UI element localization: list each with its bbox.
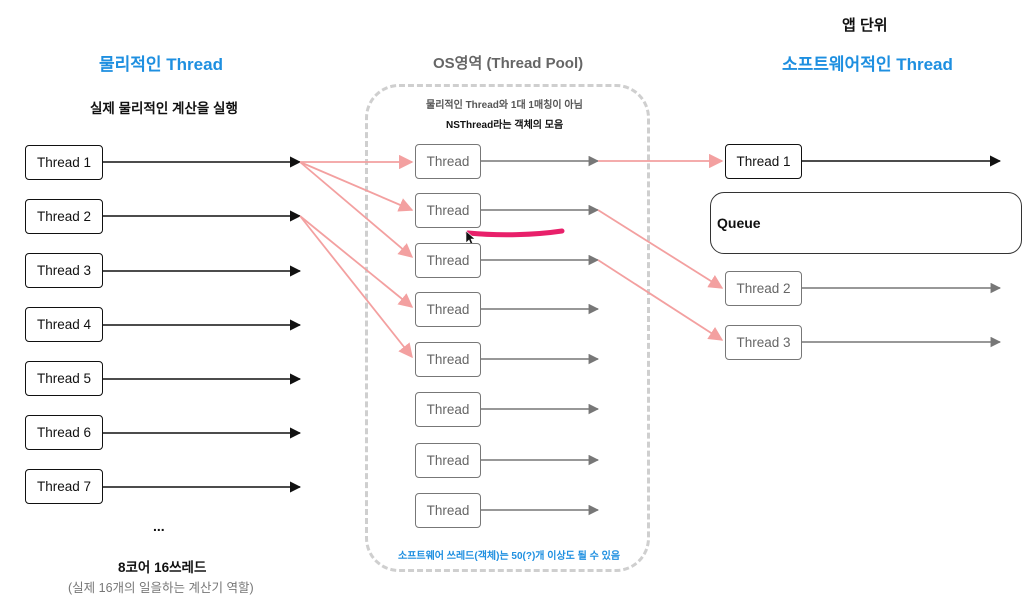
software-thread-3: Thread 3: [725, 325, 802, 360]
physical-thread-subtitle: 실제 물리적인 계산을 실행: [90, 101, 238, 116]
physical-thread-7: Thread 7: [25, 469, 103, 504]
pool-thread-3: Thread: [415, 243, 481, 278]
physical-thread-3: Thread 3: [25, 253, 103, 288]
physical-thread-6: Thread 6: [25, 415, 103, 450]
physical-thread-title: 물리적인 Thread: [99, 55, 223, 74]
pool-thread-6: Thread: [415, 392, 481, 427]
physical-thread-2: Thread 2: [25, 199, 103, 234]
pool-thread-7: Thread: [415, 443, 481, 478]
physical-thread-4: Thread 4: [25, 307, 103, 342]
pool-note-nsthread: NSThread라는 객체의 모음: [446, 120, 564, 131]
highlight-stroke: [465, 228, 565, 238]
pool-thread-4: Thread: [415, 292, 481, 327]
software-thread-1: Thread 1: [725, 144, 802, 179]
thread-pool-container: [365, 84, 650, 572]
core-thread-note: (실제 16개의 일을하는 계산기 역할): [68, 581, 254, 595]
physical-thread-1: Thread 1: [25, 145, 103, 180]
pool-footer-note: 소프트웨어 쓰레드(객체)는 50(?)개 이상도 될 수 있음: [398, 551, 621, 562]
core-thread-count: 8코어 16쓰레드: [118, 560, 207, 575]
software-thread-title: 소프트웨어적인 Thread: [782, 55, 953, 74]
queue-box: Queue: [710, 192, 1022, 254]
pool-thread-8: Thread: [415, 493, 481, 528]
pool-thread-2: Thread: [415, 193, 481, 228]
pool-note-matching: 물리적인 Thread와 1대 1매칭이 아님: [426, 100, 583, 111]
thread-pool-title: OS영역 (Thread Pool): [433, 55, 584, 72]
pool-thread-5: Thread: [415, 342, 481, 377]
app-unit-title: 앱 단위: [842, 17, 888, 34]
software-thread-2: Thread 2: [725, 271, 802, 306]
pool-thread-1: Thread: [415, 144, 481, 179]
ellipsis: ...: [153, 518, 165, 534]
physical-thread-5: Thread 5: [25, 361, 103, 396]
